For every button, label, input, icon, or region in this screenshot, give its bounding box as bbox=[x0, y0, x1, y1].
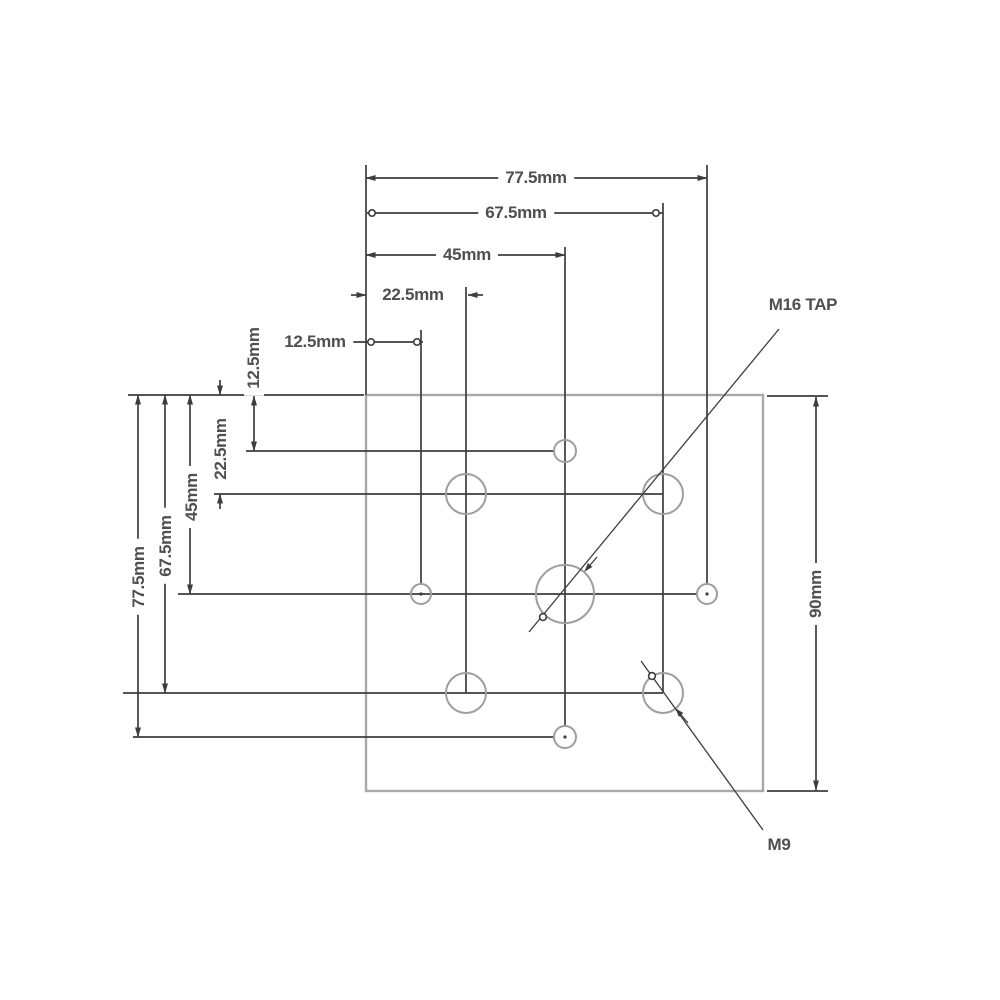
holes bbox=[410, 439, 718, 749]
m9-label: M9 bbox=[765, 835, 793, 855]
hole-bottom-center bbox=[553, 725, 577, 749]
m16-leader-exit-circle bbox=[538, 612, 548, 622]
extension-lines bbox=[123, 165, 828, 792]
dim-label-left-67-5: 67.5mm bbox=[156, 508, 176, 584]
hole-mid-left bbox=[410, 583, 432, 605]
hole-lower-left-m9 bbox=[445, 672, 487, 714]
dim-end-circle bbox=[366, 337, 375, 346]
dim-end-circle bbox=[651, 209, 660, 218]
dim-label-left-12-5: 12.5mm bbox=[244, 320, 264, 396]
m9-leader-arrow bbox=[675, 708, 689, 724]
hole-mid-right bbox=[696, 583, 718, 605]
dim-label-top-12-5: 12.5mm bbox=[277, 332, 353, 352]
m9-leader-exit-circle bbox=[647, 671, 657, 681]
hole-center-dot bbox=[563, 735, 567, 739]
dim-label-left-77-5: 77.5mm bbox=[129, 539, 149, 615]
m16-leader-line bbox=[528, 328, 780, 633]
dim-label-right-90: 90mm bbox=[806, 563, 826, 625]
hole-upper-left-m9 bbox=[445, 473, 487, 515]
dim-label-top-67-5: 67.5mm bbox=[478, 203, 554, 223]
dim-label-top-22-5: 22.5mm bbox=[375, 285, 451, 305]
hole-top-center bbox=[553, 439, 577, 463]
hole-center-dot bbox=[705, 592, 709, 596]
hole-lower-right-m9 bbox=[642, 672, 684, 714]
dim-end-circle bbox=[367, 209, 376, 218]
hole-center-m16 bbox=[535, 564, 595, 624]
dim-end-circle bbox=[412, 337, 421, 346]
leader-lines bbox=[528, 328, 780, 831]
dim-label-left-22-5: 22.5mm bbox=[211, 411, 231, 487]
dim-label-top-45: 45mm bbox=[436, 245, 498, 265]
hole-center-dot bbox=[419, 592, 423, 596]
m9-leader-line bbox=[640, 660, 764, 831]
m16-leader-arrow bbox=[584, 556, 598, 572]
dim-label-left-45: 45mm bbox=[182, 466, 202, 528]
m16-tap-label: M16 TAP bbox=[766, 295, 840, 315]
dim-label-top-77-5: 77.5mm bbox=[498, 168, 574, 188]
